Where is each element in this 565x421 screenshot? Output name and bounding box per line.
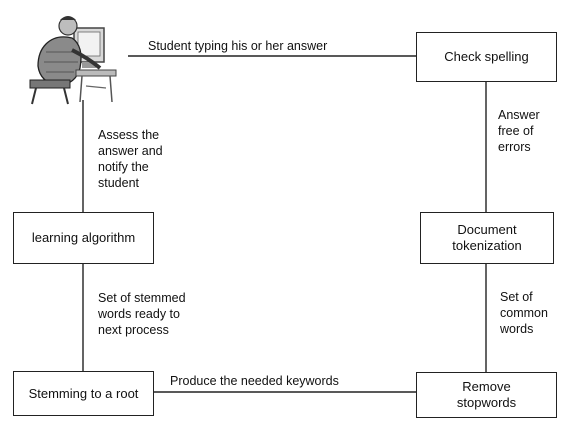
edge-label-tokenization-to-stopwords: Set of common words xyxy=(500,290,548,336)
edge-label-stemming-to-learning: Set of stemmed words ready to next proce… xyxy=(98,291,186,337)
edge-label-stopwords-to-stemming: Produce the needed keywords xyxy=(170,374,339,388)
stemming-label: Stemming to a root xyxy=(28,385,139,401)
student-at-computer-icon xyxy=(16,6,126,106)
edge-label-spelling-to-tokenization: Answer free of errors xyxy=(498,108,540,154)
check-spelling-label: Check spelling xyxy=(444,49,529,64)
stemming-box: Stemming to a root xyxy=(13,371,154,416)
edge-label-student-to-spelling: Student typing his or her answer xyxy=(148,39,328,53)
check-spelling-box: Check spelling xyxy=(416,32,557,82)
learning-algorithm-label: learning algorithm xyxy=(31,230,136,245)
remove-stopwords-box: Remove stopwords xyxy=(416,372,557,418)
document-tokenization-box: Document tokenization xyxy=(420,212,554,264)
learning-algorithm-box: learning algorithm xyxy=(13,212,154,264)
document-tokenization-label: Document tokenization xyxy=(452,222,522,253)
edge-label-learning-to-student: Assess the answer and notify the student xyxy=(98,128,163,190)
remove-stopwords-label: Remove stopwords xyxy=(456,379,517,410)
